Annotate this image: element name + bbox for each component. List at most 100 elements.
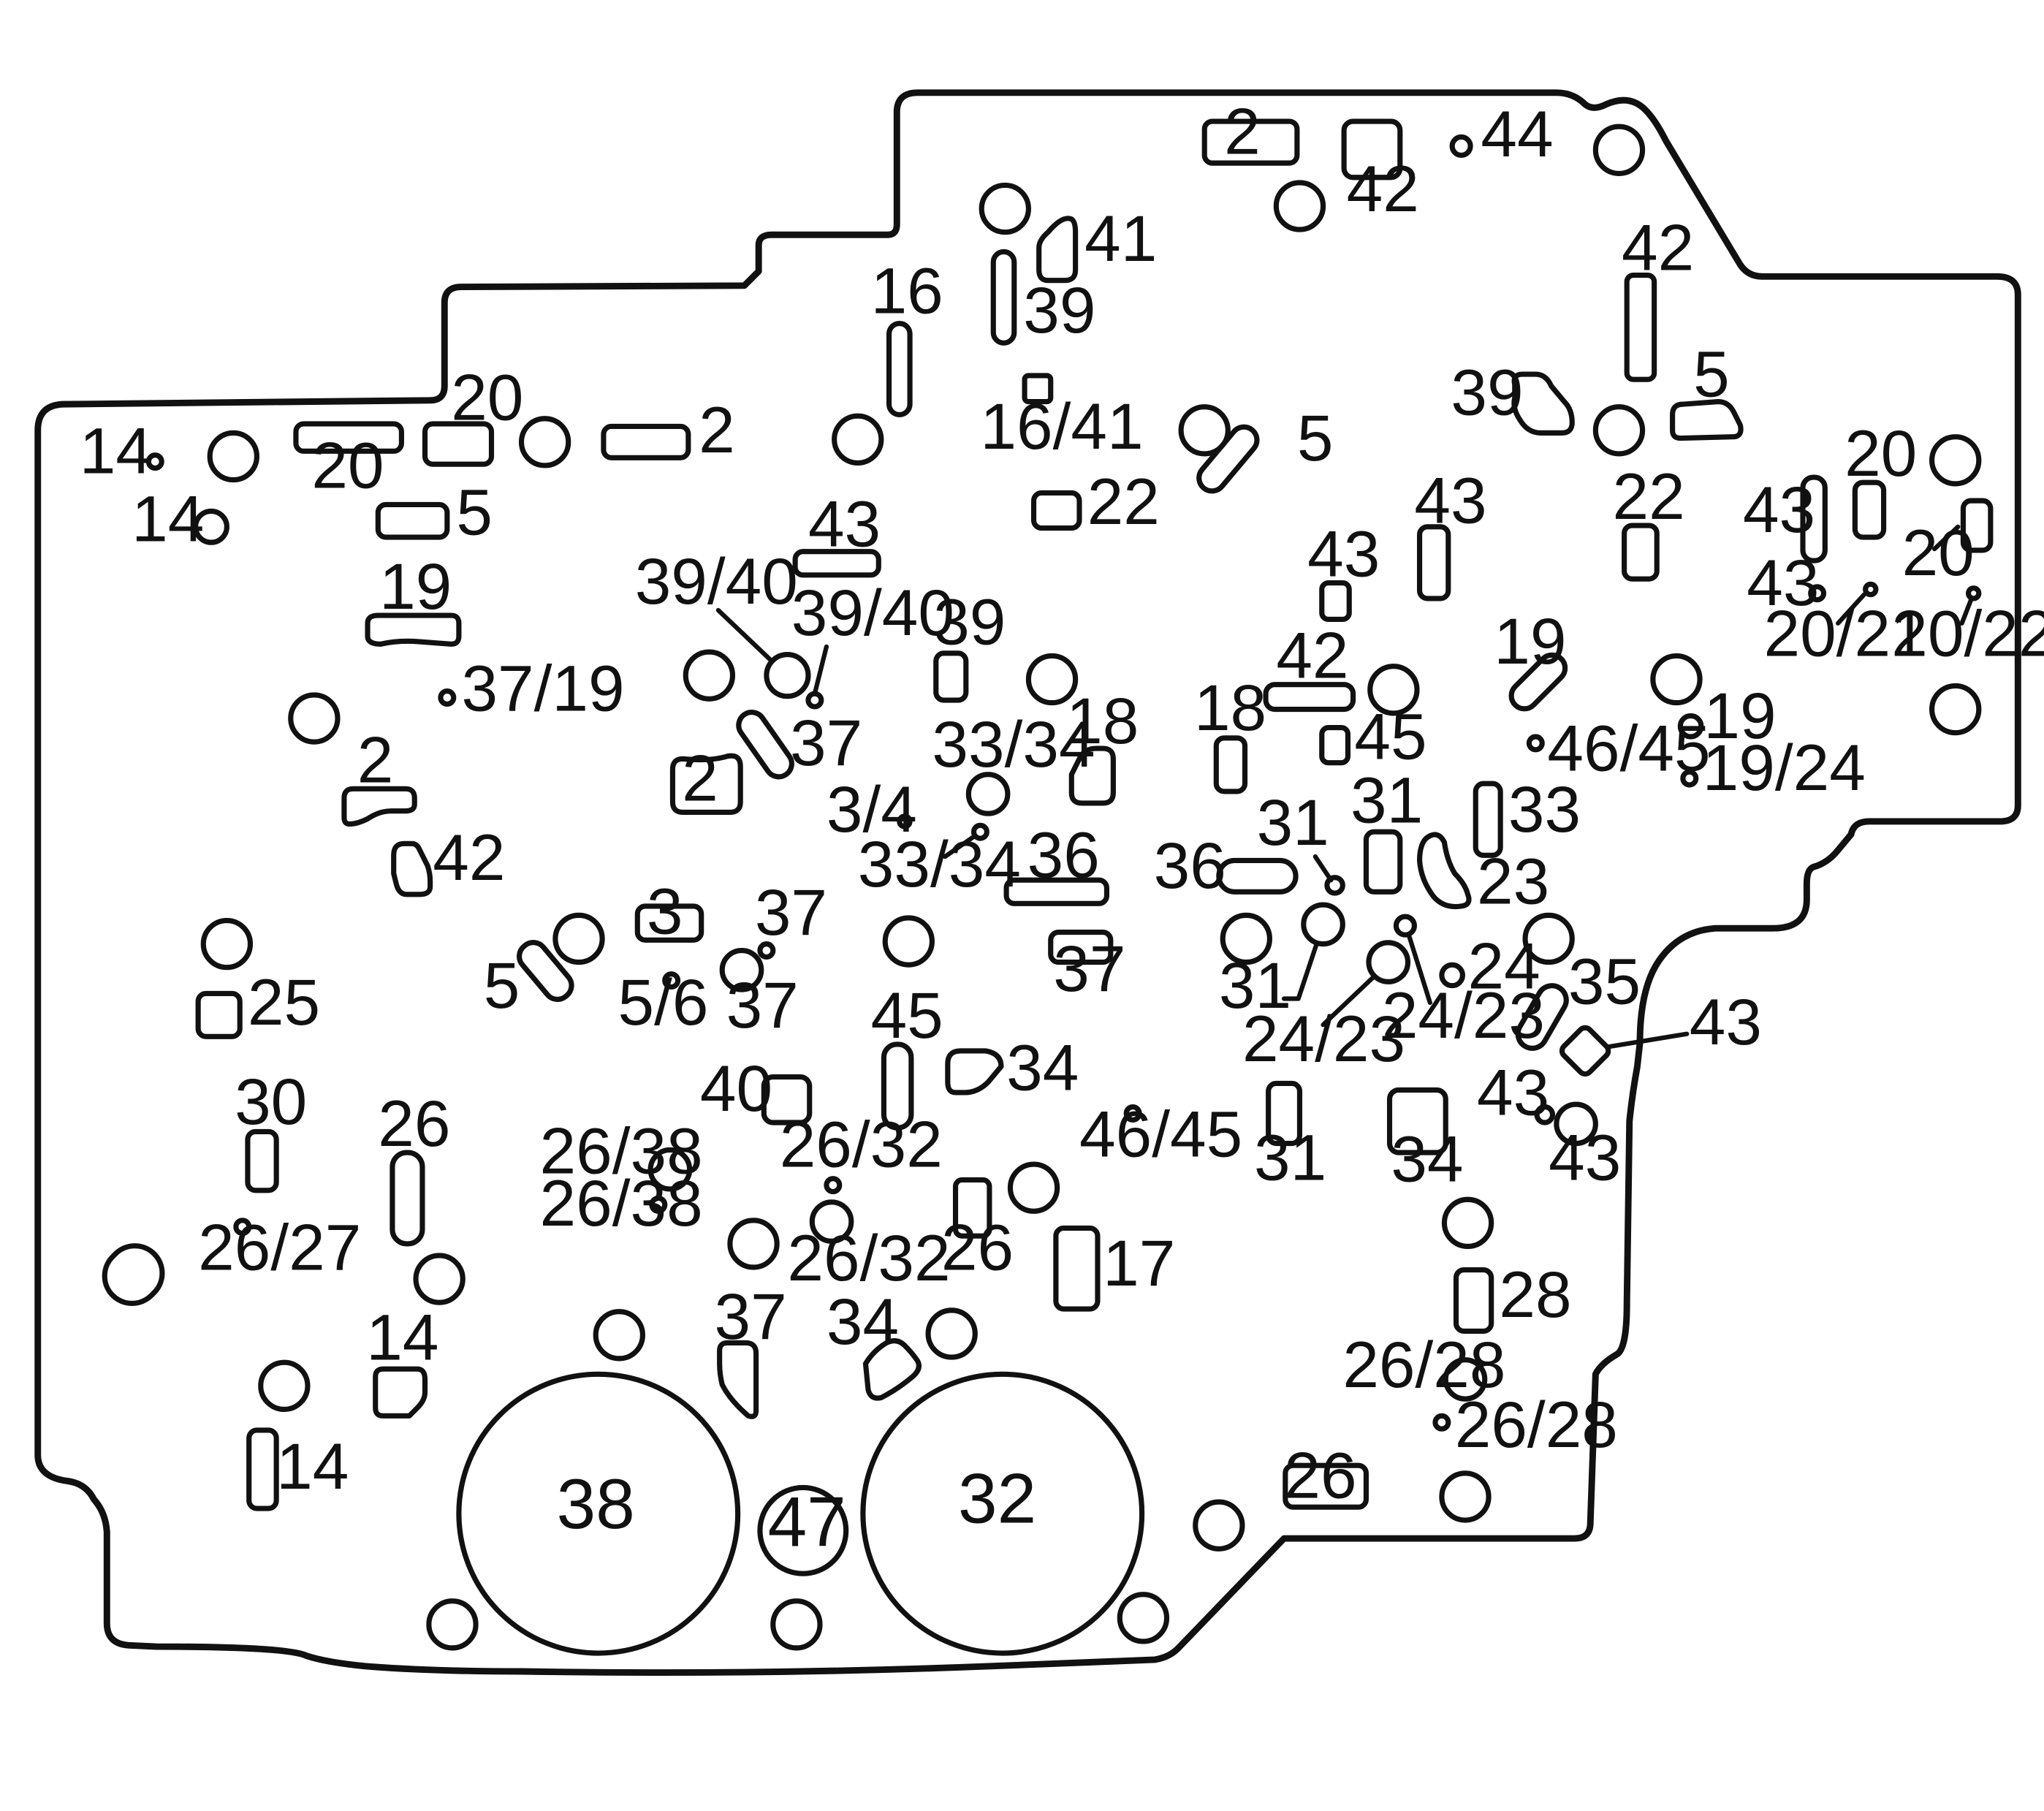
- label: 39: [1023, 273, 1095, 346]
- label: 3/4: [827, 772, 917, 846]
- label: 31: [1257, 786, 1329, 859]
- label: 18: [1066, 684, 1139, 757]
- label: 43: [1414, 463, 1486, 536]
- label: 26/32: [780, 1108, 943, 1181]
- label: 43: [1743, 473, 1815, 546]
- label: 35: [1568, 945, 1641, 1018]
- label: 41: [1084, 202, 1157, 275]
- label: 34: [1006, 1030, 1079, 1104]
- label: 3: [647, 874, 683, 947]
- label: 39/40: [635, 544, 798, 618]
- label: 5: [456, 476, 493, 549]
- label: 43: [1549, 1120, 1621, 1193]
- label: 30: [235, 1065, 307, 1138]
- label: 47: [768, 1484, 846, 1562]
- leader-lines: [715, 524, 1974, 1049]
- label: 22: [1087, 465, 1160, 538]
- label: 38: [557, 1465, 635, 1544]
- label: 42: [1276, 619, 1348, 692]
- label: 18: [1194, 671, 1266, 744]
- label: 43: [1690, 985, 1762, 1058]
- label: 36: [1027, 819, 1100, 892]
- label: 14: [366, 1301, 438, 1374]
- label: 43: [1307, 517, 1380, 591]
- label: 20: [1902, 516, 1975, 589]
- label: 20: [311, 428, 384, 501]
- label: 43: [1747, 546, 1819, 619]
- label: 5: [484, 949, 520, 1022]
- label: 20: [451, 361, 523, 434]
- label: 26/28: [1342, 1328, 1505, 1401]
- label: 39: [933, 585, 1006, 658]
- label: 46/45: [1547, 711, 1710, 784]
- label: 19: [379, 550, 452, 623]
- label: 20/22: [1891, 596, 2044, 669]
- label: 2: [357, 723, 394, 796]
- label: 28: [1499, 1258, 1571, 1331]
- callout-labels: 2 42 44 41 39 16 42 5 39 14 20 20 2 16/4…: [80, 95, 2044, 1562]
- label: 26/28: [1455, 1388, 1618, 1461]
- label: 31: [1219, 949, 1291, 1022]
- label: 20/21: [1763, 596, 1926, 669]
- label: 40: [700, 1052, 772, 1125]
- round-bores: [193, 124, 1982, 1656]
- label: 5: [1297, 401, 1334, 474]
- label: 39: [1451, 355, 1523, 428]
- label: 36: [1154, 829, 1226, 902]
- label: 16/41: [980, 390, 1143, 463]
- label: 43: [808, 487, 881, 561]
- label: 26: [378, 1087, 450, 1160]
- label: 19: [1494, 604, 1566, 677]
- ports: [102, 118, 1994, 1511]
- label: 26/32: [787, 1221, 950, 1294]
- label: 43: [1477, 1055, 1549, 1128]
- label: 34: [1391, 1122, 1463, 1195]
- label: 45: [871, 979, 943, 1052]
- label: 32: [958, 1460, 1036, 1538]
- label: 46/45: [1079, 1097, 1242, 1170]
- label: 31: [1350, 764, 1423, 837]
- label: 45: [1354, 699, 1426, 772]
- label: 33/34: [932, 707, 1095, 781]
- label: 37: [790, 706, 862, 779]
- label: 5/6: [618, 965, 709, 1039]
- label: 16: [871, 254, 943, 327]
- label: 44: [1481, 97, 1553, 170]
- label: 26/27: [198, 1211, 361, 1284]
- label: 26/38: [539, 1115, 702, 1188]
- label: 20: [1844, 417, 1917, 490]
- label: 42: [1622, 210, 1694, 284]
- label: 39/40: [791, 576, 954, 649]
- label: 2: [682, 741, 718, 814]
- label: 42: [433, 821, 505, 894]
- label: 26: [941, 1211, 1014, 1284]
- label: 33: [1508, 772, 1581, 846]
- label: 17: [1103, 1226, 1175, 1299]
- label: 34: [827, 1285, 899, 1358]
- label: 37: [726, 968, 799, 1041]
- label: 2: [699, 393, 735, 466]
- label: 23: [1477, 844, 1549, 917]
- label: 19: [1703, 679, 1776, 752]
- label: 24: [1468, 929, 1540, 1002]
- label: 26/38: [539, 1166, 702, 1239]
- label: 42: [1347, 152, 1419, 225]
- label: 22: [1613, 460, 1685, 533]
- label: 24/23: [1242, 1002, 1405, 1075]
- label: 24/23: [1382, 979, 1545, 1052]
- label: 37/19: [461, 651, 624, 724]
- label: 31: [1254, 1120, 1326, 1193]
- label: 2: [1224, 95, 1261, 168]
- label: 37: [755, 876, 827, 949]
- label: 14: [80, 414, 152, 487]
- label: 5: [1693, 337, 1730, 410]
- label: 14: [132, 482, 204, 555]
- label: 14: [276, 1430, 349, 1503]
- label: 37: [715, 1280, 787, 1353]
- label: 26: [1284, 1439, 1356, 1512]
- label: 37: [1053, 932, 1125, 1005]
- plate-outline: [34, 89, 2021, 1677]
- label: 25: [248, 965, 320, 1039]
- label: 33/34: [858, 827, 1021, 900]
